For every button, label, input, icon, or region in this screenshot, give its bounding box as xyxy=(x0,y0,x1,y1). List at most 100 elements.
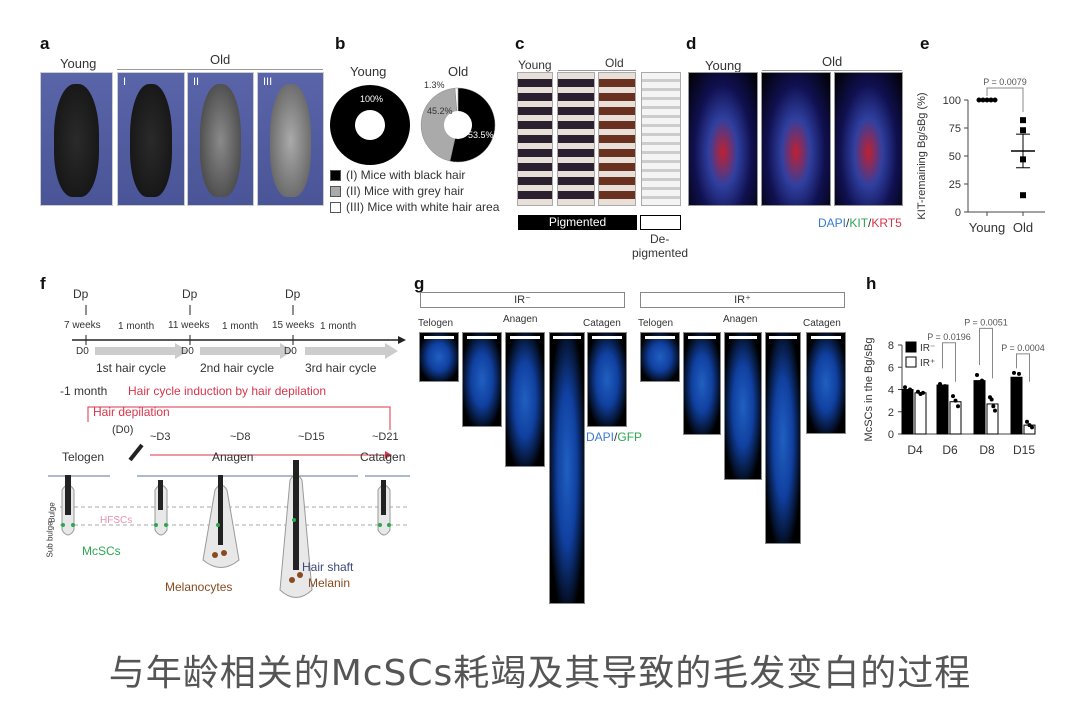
x-tick-label: D8 xyxy=(979,443,995,457)
y-axis-label: KIT-remaining Bg/sBg (%) xyxy=(916,92,928,219)
legend-grey: (II) Mice with grey hair xyxy=(346,184,465,198)
dp-arrows xyxy=(85,305,294,315)
young-100-label: 100% xyxy=(360,94,384,104)
y-tick-label: 8 xyxy=(888,340,894,352)
minus-month-label: -1 month xyxy=(60,384,108,398)
dp-label-3: Dp xyxy=(285,287,301,301)
data-point xyxy=(1030,425,1034,430)
panel-label-c: c xyxy=(515,34,525,53)
data-point xyxy=(993,408,997,413)
melanin-label: Melanin xyxy=(308,576,351,590)
bar-ir-plus xyxy=(986,403,999,435)
legend-swatch xyxy=(905,356,917,368)
y-tick-label: 100 xyxy=(943,95,961,107)
young-point xyxy=(984,97,990,103)
mcscs-label: McSCs xyxy=(82,544,121,558)
data-point xyxy=(908,387,912,392)
old-point xyxy=(1020,117,1026,124)
dp-label-1: Dp xyxy=(73,287,89,301)
f-schematic xyxy=(48,305,410,598)
p-value-label: P = 0.0079 xyxy=(983,77,1027,87)
ir-plus-anagen-image-3 xyxy=(765,332,801,544)
ir-plus-anagen-image-1 xyxy=(683,332,721,435)
timeline-arrowhead xyxy=(398,336,406,344)
month-label-2: 1 month xyxy=(222,321,259,332)
hfscs-label: HFSCs xyxy=(100,515,133,526)
g-stain-label: DAPI/GFP xyxy=(586,430,643,444)
b-young-label: Young xyxy=(350,64,387,79)
depigmented-bar xyxy=(640,215,681,230)
y-tick-label: 50 xyxy=(949,151,961,163)
data-point xyxy=(951,394,955,399)
donut-hole xyxy=(355,110,385,140)
old-hair-strip-1 xyxy=(557,72,595,206)
g-catagen-plus: Catagen xyxy=(803,318,841,329)
timeline-ticks xyxy=(85,335,294,345)
old-fluorescence-image-1 xyxy=(761,72,831,206)
melanocyte-dots xyxy=(212,550,303,583)
data-point xyxy=(903,385,907,390)
d-old-label: Old xyxy=(822,54,843,69)
depigmented-label-2: pigmented xyxy=(632,246,689,260)
significance-bracket xyxy=(979,327,993,379)
subbulge-label: Sub bulge xyxy=(45,521,55,558)
g-catagen-minus: Catagen xyxy=(583,318,621,329)
d-young-label: Young xyxy=(705,58,742,73)
old-white-label: 1.3% xyxy=(424,80,445,90)
week-label-15: 15 weeks xyxy=(272,320,315,331)
ir-minus-telogen-image xyxy=(419,332,459,382)
b-legend: (I) Mice with black hair (II) Mice with … xyxy=(330,167,499,215)
y-tick-label: 4 xyxy=(888,385,894,397)
old-point xyxy=(1020,192,1026,199)
week-label-11: 11 weeks xyxy=(168,320,210,331)
y-axis-label: McSCs in the Bg/sBg xyxy=(863,338,875,442)
d0-paren-label: (D0) xyxy=(112,424,134,436)
data-point xyxy=(1012,370,1016,375)
telogen-label: Telogen xyxy=(62,450,105,464)
x-tick-label: D4 xyxy=(907,443,923,457)
day-label-d8: ~D8 xyxy=(230,431,251,443)
bulge-guides xyxy=(60,506,410,526)
anagen-label: Anagen xyxy=(212,450,254,464)
old-hair-strip-2 xyxy=(598,72,636,206)
old-mouse-photo-2: II xyxy=(187,72,254,206)
panel-label-d: d xyxy=(686,34,697,53)
ir-minus-anagen-image-3 xyxy=(549,332,585,604)
induction-bracket xyxy=(87,406,391,430)
d0-label-2: D0 xyxy=(181,346,194,357)
g-telogen-minus: Telogen xyxy=(418,318,454,329)
y-tick-label: 6 xyxy=(888,362,894,374)
hair-shafts xyxy=(65,460,386,570)
data-point xyxy=(975,373,979,378)
p-value-label: P = 0.0196 xyxy=(927,332,971,342)
g-telogen-plus: Telogen xyxy=(638,318,674,329)
a-old-bracket xyxy=(117,69,323,70)
p-value-label: P = 0.0051 xyxy=(964,317,1008,327)
data-point xyxy=(938,381,942,386)
x-tick-label: D6 xyxy=(942,443,958,457)
d0-label-1: D0 xyxy=(76,346,89,357)
c-young-label: Young xyxy=(518,58,552,72)
young-donut xyxy=(330,85,410,165)
cycle-label-3: 3rd hair cycle xyxy=(305,361,377,375)
y-tick-label: 75 xyxy=(949,123,961,135)
x-tick-label: Young xyxy=(969,220,1005,235)
bar-ir-minus xyxy=(973,380,986,435)
legend-white: (III) Mice with white hair area xyxy=(346,200,500,214)
significance-bracket xyxy=(942,342,956,382)
data-point xyxy=(921,390,925,395)
data-point xyxy=(989,397,994,402)
d0-label-3: D0 xyxy=(284,346,297,357)
ir-plus-header: IR⁺ xyxy=(640,292,845,308)
dp-label-2: Dp xyxy=(182,287,198,301)
depilation-label: Hair depilation xyxy=(93,405,170,419)
bar-ir-minus xyxy=(936,384,949,435)
panel-label-f: f xyxy=(40,274,46,293)
panel-label-g: g xyxy=(414,274,425,293)
y-tick-label: 2 xyxy=(888,407,894,419)
depigmented-hair-strip xyxy=(641,72,681,206)
y-tick-label: 0 xyxy=(955,207,961,219)
young-fluorescence-image xyxy=(688,72,758,206)
panel-label-b: b xyxy=(335,34,346,53)
